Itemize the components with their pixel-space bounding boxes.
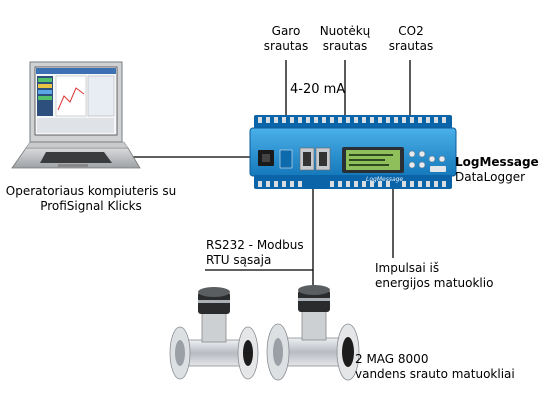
- label-co2-line1: CO2: [398, 24, 424, 38]
- laptop-icon: [11, 61, 141, 169]
- label-rs232-line2: RTU sąsaja: [206, 253, 272, 267]
- label-impulsai: Impulsai iš energijos matuoklio: [375, 261, 493, 291]
- label-computer-line1: Operatoriaus kompiuteris su: [5, 184, 177, 198]
- label-nuotekos-line1: Nuotėkų: [319, 24, 371, 38]
- label-rs232: RS232 - Modbus RTU sąsaja: [206, 238, 304, 268]
- label-signal: 4-20 mA: [290, 82, 346, 97]
- label-logger-line1: LogMessage: [455, 155, 539, 169]
- label-garo: Garo srautas: [250, 24, 322, 54]
- label-nuotekos-line2: srautas: [322, 39, 368, 53]
- label-mag-line1: 2 MAG 8000: [355, 352, 429, 366]
- label-nuotekos: Nuotėkų srautas: [305, 24, 385, 54]
- label-rs232-line1: RS232 - Modbus: [206, 238, 304, 252]
- flow-meter-left: [169, 287, 259, 380]
- device-brand-text: LogMessage: [366, 176, 404, 183]
- label-garo-line2: srautas: [263, 39, 309, 53]
- label-co2: CO2 srautas: [375, 24, 447, 54]
- label-computer-line2: ProfiSignal Klicks: [40, 199, 142, 213]
- label-impulsai-line2: energijos matuoklio: [375, 276, 494, 290]
- datalogger-device: [249, 115, 457, 189]
- label-impulsai-line1: Impulsai iš: [375, 261, 440, 275]
- label-logger: LogMessage DataLogger: [455, 155, 539, 185]
- label-mag: 2 MAG 8000 vandens srauto matuokliai: [355, 352, 515, 382]
- label-mag-line2: vandens srauto matuokliai: [355, 367, 515, 381]
- label-computer: Operatoriaus kompiuteris su ProfiSignal …: [0, 184, 182, 214]
- label-garo-line1: Garo: [271, 24, 301, 38]
- flow-meter-right: [266, 285, 360, 381]
- label-logger-line2: DataLogger: [455, 170, 526, 184]
- label-co2-line2: srautas: [388, 39, 434, 53]
